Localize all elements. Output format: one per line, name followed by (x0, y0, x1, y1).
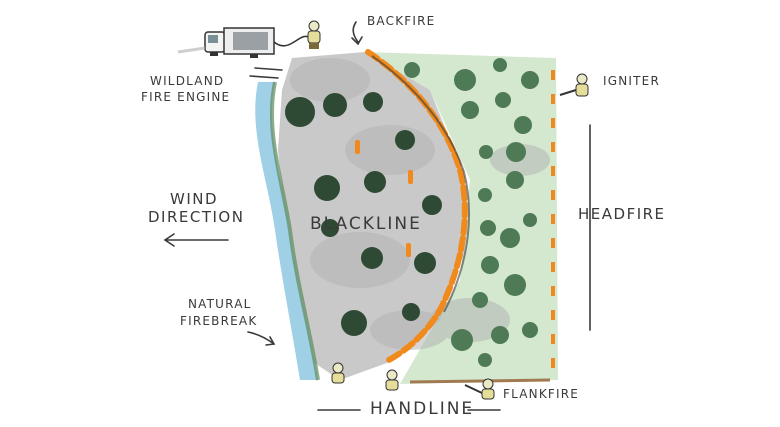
fire-engine (177, 27, 311, 58)
smoke-clouds (290, 58, 550, 350)
natural-firebreak-label-line2: FIREBREAK (180, 314, 258, 328)
backfire-label: BACKFIRE (367, 14, 436, 28)
firefighter-handline-left (331, 362, 345, 384)
handline-label: HANDLINE (370, 399, 475, 419)
spot-fires (355, 140, 413, 257)
firefighter-igniter (559, 73, 589, 97)
wind-direction-label-line1: WIND (170, 190, 219, 208)
trees-unburned-area (404, 58, 539, 367)
backfire-arrow (351, 21, 363, 46)
trees-burned-area (285, 92, 442, 336)
flankfire-label: FLANKFIRE (503, 387, 580, 401)
firefighter-near-engine (307, 20, 321, 49)
headfire-label: HEADFIRE (578, 205, 666, 223)
wildland-fire-engine-label-line2: FIRE ENGINE (141, 90, 231, 104)
natural-firebreak-label-line1: NATURAL (188, 297, 252, 311)
wind-direction-arrow (163, 233, 229, 247)
engine-underline-2 (249, 75, 279, 79)
wind-direction-label-line2: DIRECTION (148, 208, 245, 226)
unburned-vegetation-area (365, 52, 558, 384)
flankfire-line (409, 378, 551, 384)
wildland-fire-engine-label-line1: WILDLAND (150, 74, 225, 88)
firefighter-flankfire (464, 378, 495, 400)
blackline-label: BLACKLINE (310, 214, 422, 234)
engine-underline-1 (254, 67, 283, 71)
firefighter-handline-middle (385, 369, 399, 391)
firebreak-arrow (247, 331, 276, 346)
igniter-label: IGNITER (603, 74, 661, 88)
